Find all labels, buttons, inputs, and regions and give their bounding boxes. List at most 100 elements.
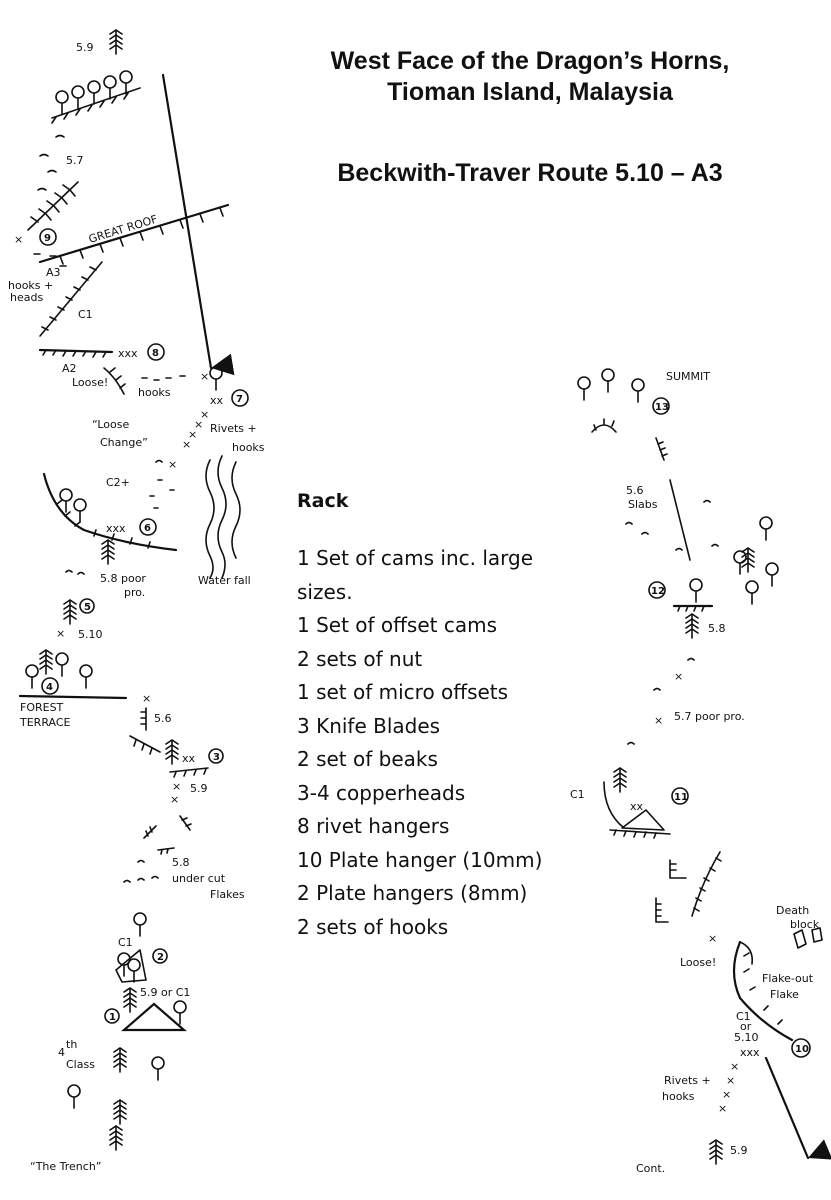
left-topo: 5.9 5.7 × 9 GREAT ROOF A3 hook xyxy=(8,29,265,1173)
grade-label: 5.8 poor xyxy=(100,572,146,585)
rivets-label: Rivets + xyxy=(210,422,257,435)
bolt-marks: xx xyxy=(210,394,224,407)
hooks-label: hooks xyxy=(138,386,171,399)
pitch-5-marker xyxy=(79,598,95,614)
aid-grade-label: A2 xyxy=(62,362,77,375)
grade-label: 5.7 xyxy=(66,154,84,167)
rack-items: 1 Set of cams inc. large sizes. 1 Set of… xyxy=(297,542,577,944)
rack-item: 2 sets of hooks xyxy=(297,914,449,939)
loose-warning: Loose! xyxy=(680,956,716,969)
rack-item: 1 Set of cams inc. large xyxy=(297,546,534,570)
continuation-arrow xyxy=(764,1056,831,1160)
bolt-mark: × xyxy=(172,780,181,793)
pitch-9-marker xyxy=(39,228,57,246)
flake-label: Flake-out xyxy=(762,972,814,985)
pitch-12-marker xyxy=(648,581,666,599)
rack-heading: Rack xyxy=(297,490,349,512)
title-line-1: West Face of the Dragon’s Horns, xyxy=(330,47,730,75)
grade-label: Slabs xyxy=(628,498,658,511)
rack-item: 1 Set of offset cams xyxy=(297,613,498,637)
pitch-number: 9 xyxy=(44,233,51,244)
pine-tree-icon xyxy=(39,649,53,675)
tree-icon xyxy=(631,378,645,403)
tree-icon xyxy=(133,912,147,937)
pine-tree-icon xyxy=(685,613,699,639)
aid-grade-label: C1 xyxy=(118,936,133,949)
loose-warning: Loose! xyxy=(72,376,108,389)
grade-label: 5.7 poor pro. xyxy=(674,710,745,723)
tree-icon xyxy=(689,578,703,603)
descent-arrow xyxy=(161,73,235,376)
grade-label: 5.10 xyxy=(734,1031,759,1044)
pitch-number: 5 xyxy=(84,602,91,613)
bolt-mark: × xyxy=(200,408,209,421)
pitch-7-marker xyxy=(231,389,249,407)
pitch-8-marker xyxy=(147,343,165,361)
grade-label: 5.9 xyxy=(76,41,94,54)
pitch-number: 13 xyxy=(655,402,669,413)
fourth-class-label: 4 xyxy=(58,1046,65,1059)
grade-label: 5.6 xyxy=(626,484,644,497)
tree-icon xyxy=(87,80,101,105)
fourth-class-label: Class xyxy=(66,1058,95,1071)
tree-icon xyxy=(73,498,87,523)
bolt-mark: × xyxy=(708,932,717,945)
bolt-mark: × xyxy=(170,793,179,806)
summit-label: SUMMIT xyxy=(666,370,710,383)
waterfall-label: Water fall xyxy=(198,574,251,587)
rack-item: 2 sets of nut xyxy=(297,646,423,671)
rivets-label: hooks xyxy=(232,441,265,454)
pitch-number: 8 xyxy=(152,348,159,359)
rack-list: Rack 1 Set of cams inc. large sizes. 1 S… xyxy=(297,490,577,944)
bolt-mark: × xyxy=(56,627,65,640)
bolt-marks: xx xyxy=(182,752,196,765)
grade-label: 5.9 xyxy=(190,782,208,795)
pine-tree-icon xyxy=(113,1099,127,1125)
tree-icon xyxy=(79,664,93,689)
rack-item: 3-4 copperheads xyxy=(297,780,466,805)
bolt-mark: × xyxy=(168,458,177,471)
forest-terrace-label: TERRACE xyxy=(19,716,71,729)
rack-item: 2 set of beaks xyxy=(297,747,438,771)
rack-item: 1 set of micro offsets xyxy=(297,680,509,704)
bolt-mark: × xyxy=(14,233,23,246)
aid-grade-label: C1 xyxy=(570,788,585,801)
bolt-mark: × xyxy=(200,370,209,383)
pitch-number: 10 xyxy=(795,1044,809,1055)
waterfall-line xyxy=(205,459,215,579)
title-line-2: Tioman Island, Malaysia xyxy=(387,78,673,106)
page-title: West Face of the Dragon’s Horns, Tioman … xyxy=(250,46,810,108)
rivets-label: Rivets + xyxy=(664,1074,711,1087)
bolt-mark: × xyxy=(194,418,203,431)
fourth-class-label: th xyxy=(66,1038,77,1051)
bolt-mark: × xyxy=(654,714,663,727)
trench-label: “The Trench” xyxy=(30,1160,102,1173)
grade-label: 5.9 or C1 xyxy=(140,986,190,999)
boulder-shape xyxy=(121,1002,187,1032)
forest-terrace-label: FOREST xyxy=(20,701,64,714)
grade-label: 5.9 xyxy=(730,1144,748,1157)
pitch-13-marker xyxy=(652,397,670,415)
tree-icon xyxy=(151,1056,165,1081)
right-topo: SUMMIT 13 5.6 Slabs 12 5.8 × × 5.7 poor … xyxy=(570,368,831,1175)
aid-grade-label: C1 xyxy=(78,308,93,321)
hooks-heads-label: hooks + xyxy=(8,279,53,292)
pine-tree-icon xyxy=(109,1125,123,1151)
bolt-mark: × xyxy=(674,670,683,683)
tree-icon xyxy=(103,75,117,100)
tree-icon xyxy=(71,85,85,110)
bolt-mark: × xyxy=(726,1074,735,1087)
pitch-4-marker xyxy=(41,677,59,695)
great-roof xyxy=(38,203,230,264)
bolt-marks: xx xyxy=(630,800,644,813)
bolt-mark: × xyxy=(188,428,197,441)
pine-tree-icon xyxy=(109,29,123,55)
tree-icon xyxy=(209,366,223,391)
rack-item: 3 Knife Blades xyxy=(297,713,441,738)
pitch-1-marker xyxy=(104,1008,120,1024)
death-block-label: Death xyxy=(776,904,809,917)
bolt-mark: × xyxy=(718,1102,727,1115)
pine-tree-icon xyxy=(63,599,77,625)
rack-item: 2 Plate hangers (8mm) xyxy=(297,881,528,905)
